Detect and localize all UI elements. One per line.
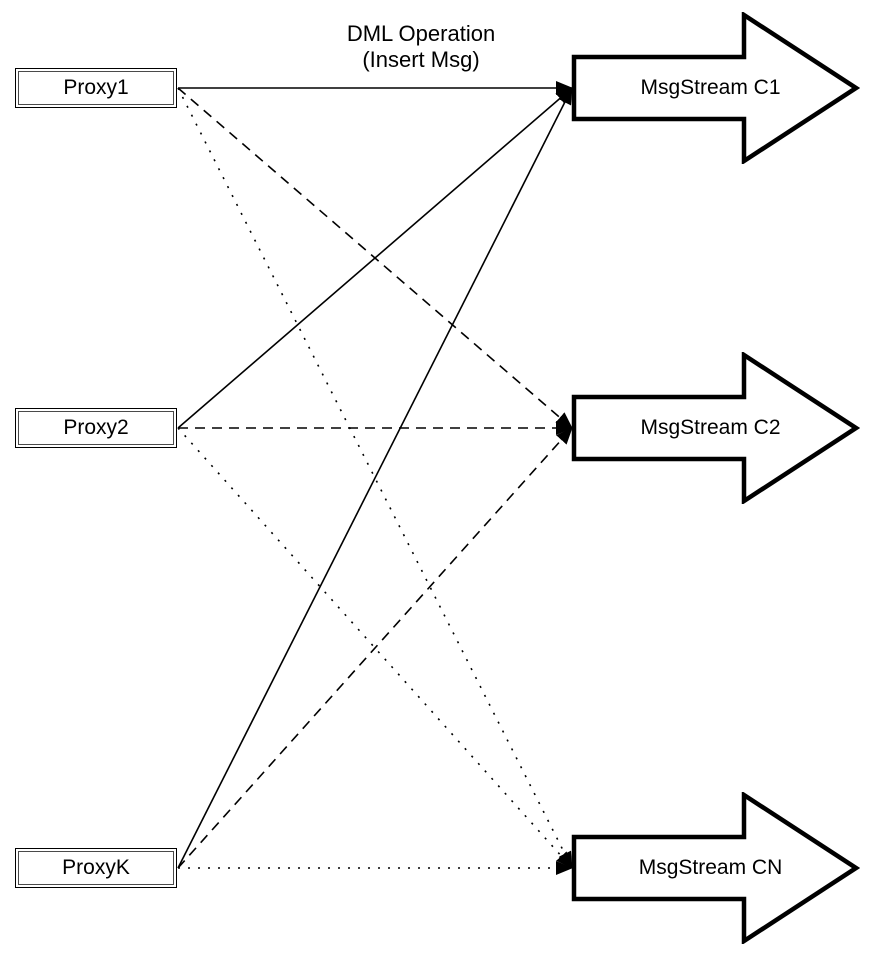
block-arrow-icon xyxy=(571,352,860,504)
msgstream-c2-label: MsgStream C2 xyxy=(640,416,781,439)
proxyk-label: ProxyK xyxy=(62,856,130,879)
connection-proxyk-c2 xyxy=(177,427,573,869)
msgstream-c1-node: MsgStream C1 xyxy=(571,12,860,164)
dml-operation-label: DML Operation (Insert Msg) xyxy=(296,21,546,73)
block-arrow-icon xyxy=(571,792,860,944)
proxy1-node: Proxy1 xyxy=(15,68,177,108)
msgstream-c1-label: MsgStream C1 xyxy=(640,76,781,99)
msgstream-c2-node: MsgStream C2 xyxy=(571,352,860,504)
connection-proxyk-c1 xyxy=(177,87,573,869)
block-arrow-icon xyxy=(571,12,860,164)
dml-operation-label-line2: (Insert Msg) xyxy=(362,47,480,72)
msgstream-cn-label: MsgStream CN xyxy=(638,856,783,879)
proxy1-label: Proxy1 xyxy=(63,76,129,99)
proxy2-node: Proxy2 xyxy=(15,408,177,448)
dml-operation-label-line1: DML Operation xyxy=(346,21,496,46)
msgstream-cn-node: MsgStream CN xyxy=(571,792,860,944)
proxy2-label: Proxy2 xyxy=(63,416,129,439)
connection-proxy2-c1 xyxy=(177,87,573,429)
proxyk-node: ProxyK xyxy=(15,848,177,888)
